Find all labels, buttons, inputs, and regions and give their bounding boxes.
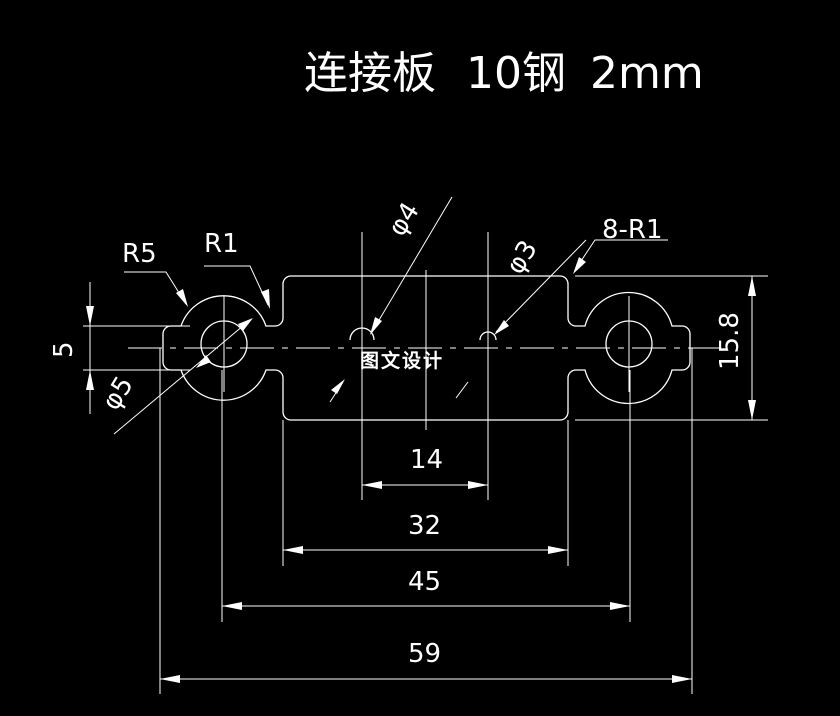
label-dim-45: 45 — [408, 567, 441, 597]
label-dim-14: 14 — [410, 445, 443, 475]
thickness-spec: 2mm — [590, 48, 704, 99]
drawing-title: 连接板 10钢 2mm — [304, 48, 704, 99]
dimension-lines — [86, 276, 756, 683]
label-dim-5: 5 — [49, 341, 79, 358]
label-phi4: φ4 — [382, 197, 425, 241]
extension-lines — [83, 232, 768, 694]
part-name: 连接板 — [304, 48, 436, 99]
label-r1: R1 — [204, 229, 239, 259]
plate-outline — [162, 275, 691, 421]
label-dim-15-8: 15.8 — [715, 312, 745, 370]
watermark-text: 图文设计 — [360, 349, 444, 372]
label-8-r1: 8-R1 — [602, 215, 663, 245]
annotation-labels: R5 R1 8-R1 φ4 φ3 φ5 5 15.8 14 32 45 59 — [49, 197, 745, 669]
label-dim-59: 59 — [408, 639, 441, 669]
center-lines — [128, 270, 720, 430]
label-phi3: φ3 — [500, 235, 543, 279]
material-spec: 10钢 — [466, 48, 566, 99]
label-dim-32: 32 — [408, 511, 441, 541]
leader-lines — [113, 196, 668, 435]
label-phi5: φ5 — [96, 371, 139, 415]
label-r5: R5 — [122, 239, 157, 269]
